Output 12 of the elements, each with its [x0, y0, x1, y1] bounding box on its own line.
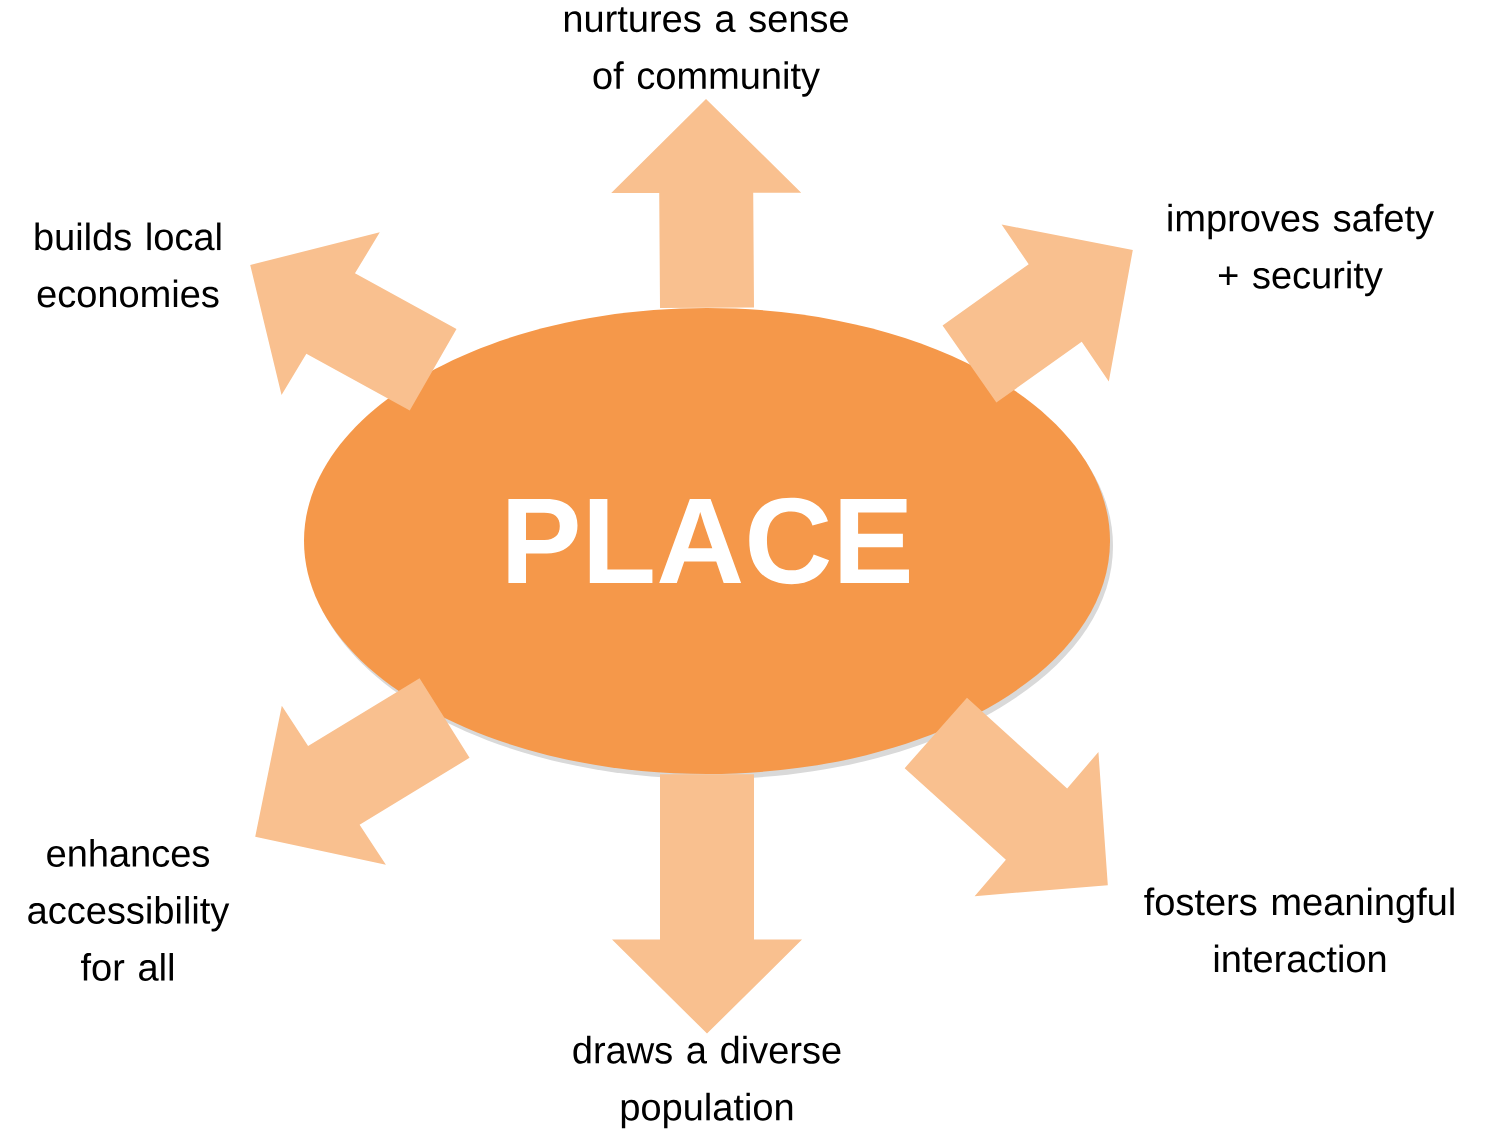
- block-arrow: [255, 678, 470, 865]
- outcome-label: nurtures a sense of community: [564, 7, 848, 97]
- block-arrow: [612, 774, 802, 1034]
- outcome-label: builds local economies: [35, 222, 221, 308]
- block-arrow: [250, 232, 457, 411]
- outcome-label: improves safety + security: [1168, 203, 1434, 297]
- outcome-label: fosters meaningful interaction: [1144, 887, 1454, 973]
- block-arrow: [942, 224, 1133, 403]
- outcome-label: draws a diverse population: [573, 1035, 841, 1129]
- block-arrow: [904, 697, 1108, 897]
- block-arrow: [611, 98, 802, 308]
- outcome-label: enhances accessibility for all: [28, 839, 230, 981]
